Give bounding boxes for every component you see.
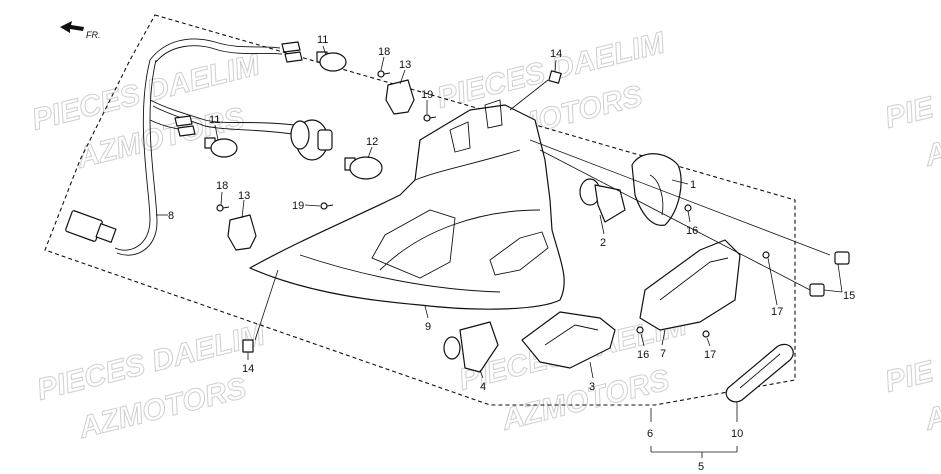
callout-label: 5 [698, 461, 704, 473]
side-socket [443, 321, 499, 373]
callout-label: 7 [660, 348, 666, 360]
watermark-text: PIE [882, 355, 938, 399]
callout-label: 13 [238, 190, 250, 202]
screw-icon [762, 251, 770, 259]
callout-label: 16 [637, 349, 649, 361]
bolt-icon [809, 283, 825, 297]
callout-label: 3 [589, 381, 595, 393]
bulb-icon [204, 137, 238, 158]
turn-signal-socket [579, 178, 626, 223]
bolt-icon [834, 251, 850, 265]
screw-icon [216, 204, 230, 212]
callout-label: 19 [421, 89, 433, 101]
callout-label: 11 [209, 114, 220, 126]
callout-label: 1 [690, 179, 696, 191]
callout-label: 14 [242, 363, 254, 375]
watermark-text: PIE [882, 91, 938, 135]
bolt-icon [548, 70, 562, 84]
wiring-harness [65, 38, 303, 256]
clip-icon [227, 214, 257, 251]
assembly-frame [44, 14, 796, 406]
bulb-icon [316, 51, 347, 72]
lens [521, 311, 616, 369]
callout-label: 19 [292, 200, 304, 212]
tail-lens [639, 239, 741, 331]
callout-label: 14 [550, 48, 562, 60]
callout-labels: 11 18 13 14 19 11 12 13 18 19 8 1 2 16 1… [168, 34, 855, 473]
callout-label: 10 [731, 428, 743, 440]
callout-label: 11 [317, 34, 328, 46]
screw-icon [377, 70, 391, 78]
callout-label: 16 [686, 225, 698, 237]
callout-label: 8 [168, 210, 174, 222]
callout-label: 13 [399, 59, 411, 71]
bulb-icon [344, 156, 383, 180]
screw-icon [684, 204, 692, 212]
callout-label: 2 [600, 237, 606, 249]
bulb-socket [290, 119, 333, 161]
reflector [725, 343, 794, 403]
front-label: FR. [86, 30, 101, 40]
bolt-icon [242, 339, 254, 353]
leader-lines [156, 45, 843, 458]
watermark-text: A [921, 136, 941, 174]
callout-label: 17 [704, 349, 716, 361]
callout-label: 18 [378, 46, 390, 58]
screw-icon [423, 114, 437, 122]
callout-label: 6 [647, 428, 653, 440]
callout-label: 9 [425, 321, 431, 333]
callout-label: 15 [843, 290, 855, 302]
callout-label: 12 [366, 136, 378, 148]
callout-label: 17 [771, 306, 783, 318]
callout-label: 4 [480, 381, 486, 393]
rear-fender [249, 99, 565, 310]
callout-label: 18 [216, 180, 228, 192]
clip-icon [385, 79, 415, 115]
screw-icon [636, 326, 644, 334]
screw-icon [320, 202, 334, 210]
turn-signal-lens [631, 153, 682, 226]
front-arrow-icon: FR. [60, 21, 101, 40]
watermark-text: A [921, 400, 941, 438]
screw-icon [702, 330, 710, 338]
